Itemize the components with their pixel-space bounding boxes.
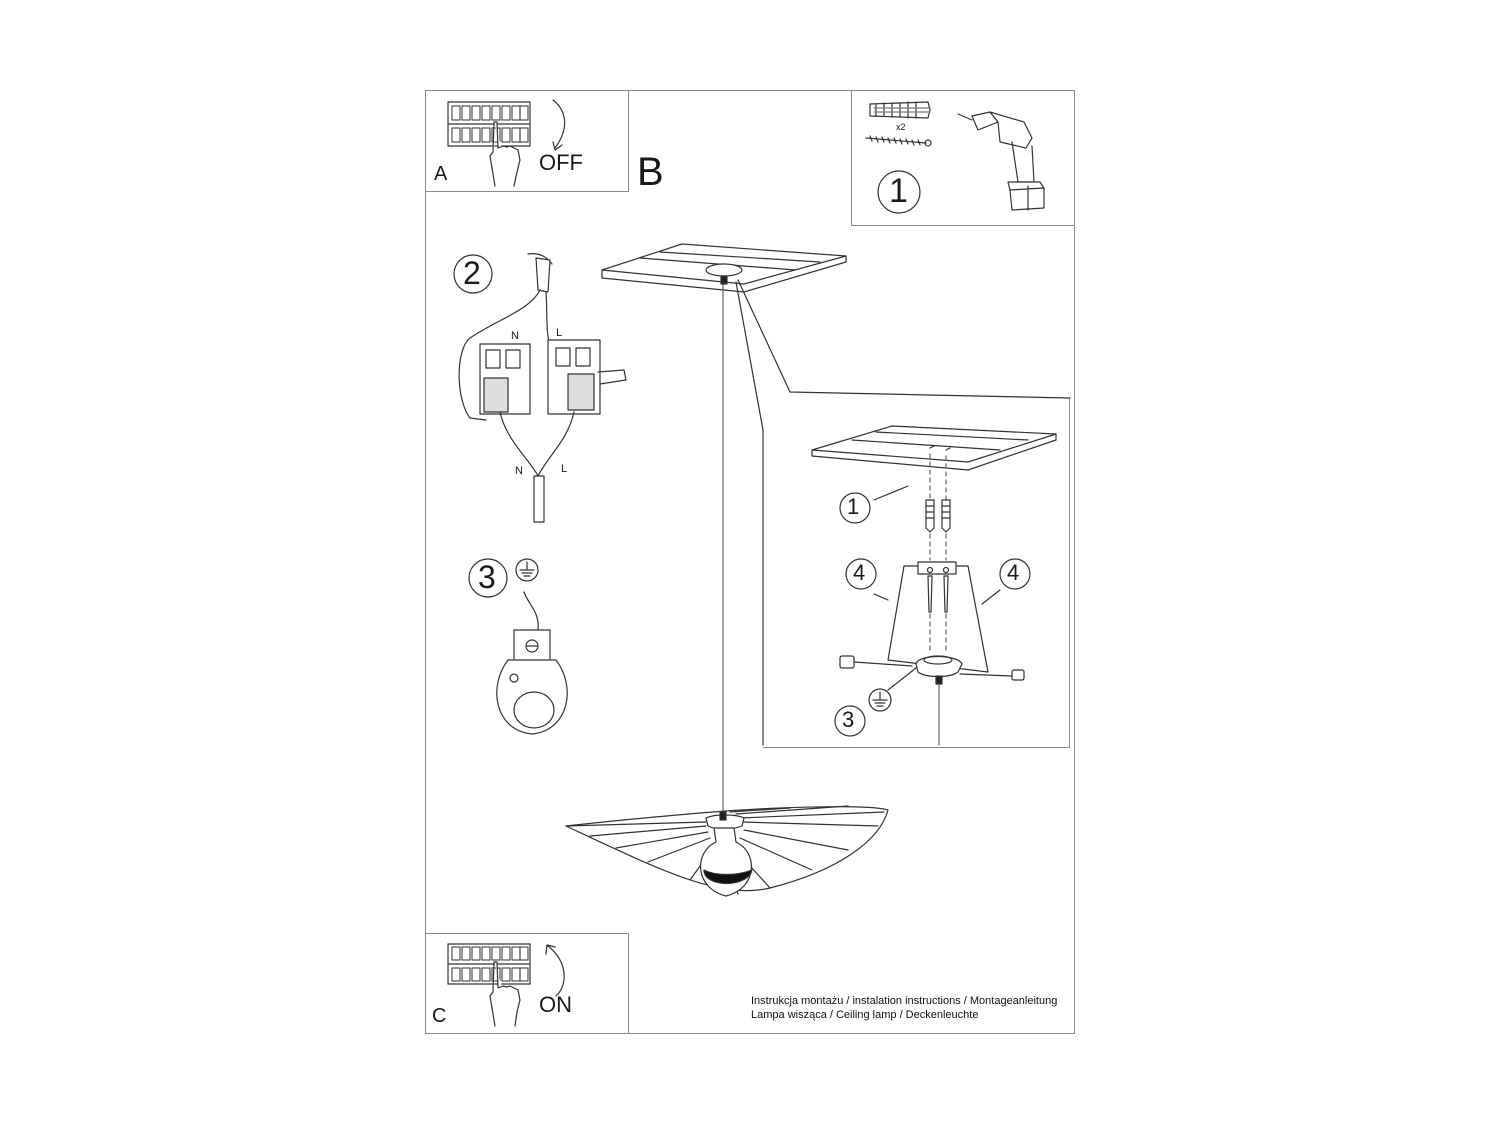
detail-callout-3: 3 [842, 707, 855, 732]
hand-icon [490, 122, 520, 186]
step2-wire-l: L [561, 463, 568, 475]
step2-wire-n: N [515, 465, 523, 477]
terminal-block-icon [459, 254, 626, 522]
detail-callout-3-circle [835, 706, 865, 736]
drill-icon [958, 112, 1044, 210]
canopy-cup [916, 656, 962, 684]
detail-box [763, 398, 1070, 748]
panel-b-letter: B [637, 150, 664, 194]
ground-icon [869, 689, 891, 711]
step3-circle [469, 559, 507, 597]
wall-plug-icon [870, 102, 930, 118]
panel-c-action: ON [539, 992, 572, 1017]
detail-callout-4-left-circle [846, 559, 876, 589]
footer-line-1: Instrukcja montażu / instalation instruc… [751, 995, 1058, 1007]
step2-terminal-l: L [556, 327, 563, 339]
ceiling-plate-icon [812, 426, 1056, 470]
screw-icon [866, 136, 931, 146]
step1-circle [878, 171, 920, 213]
step3-number: 3 [478, 559, 496, 595]
step2-terminal-n: N [511, 330, 519, 342]
step1-number: 1 [889, 172, 908, 210]
step2-circle [454, 255, 492, 293]
curved-arrow-icon [546, 945, 564, 996]
bulb-icon [701, 828, 752, 896]
screw-icon [928, 576, 948, 612]
terminal-block-icon [497, 630, 567, 734]
circuit-breaker-icon [448, 944, 530, 984]
wall-plug-icon [926, 500, 950, 532]
detail-callout-1: 1 [847, 494, 860, 519]
detail-callout-4-right: 4 [1007, 560, 1020, 585]
step1-quantity: x2 [896, 122, 906, 132]
ground-icon [516, 559, 538, 581]
panel-a-action: OFF [539, 150, 583, 175]
circuit-breaker-icon [448, 102, 530, 146]
detail-callout-4-right-circle [1000, 559, 1030, 589]
footer-line-2: Lampa wisząca / Ceiling lamp / Deckenleu… [751, 1009, 979, 1021]
detail-callout-4-left: 4 [853, 560, 866, 585]
ceiling-plate-icon [602, 244, 1070, 745]
curved-arrow-icon [553, 100, 565, 150]
step2-number: 2 [463, 255, 481, 291]
screw-icon [840, 656, 1024, 680]
instruction-sheet [425, 90, 1075, 1034]
panel-a-letter: A [434, 163, 448, 185]
detail-callout-1-circle [840, 493, 870, 523]
mounting-bracket [888, 562, 988, 672]
hand-icon [490, 962, 520, 1026]
footer-caption: Instrukcja montażu / instalation instruc… [751, 994, 1057, 1022]
panel-c-letter: C [432, 1005, 447, 1027]
